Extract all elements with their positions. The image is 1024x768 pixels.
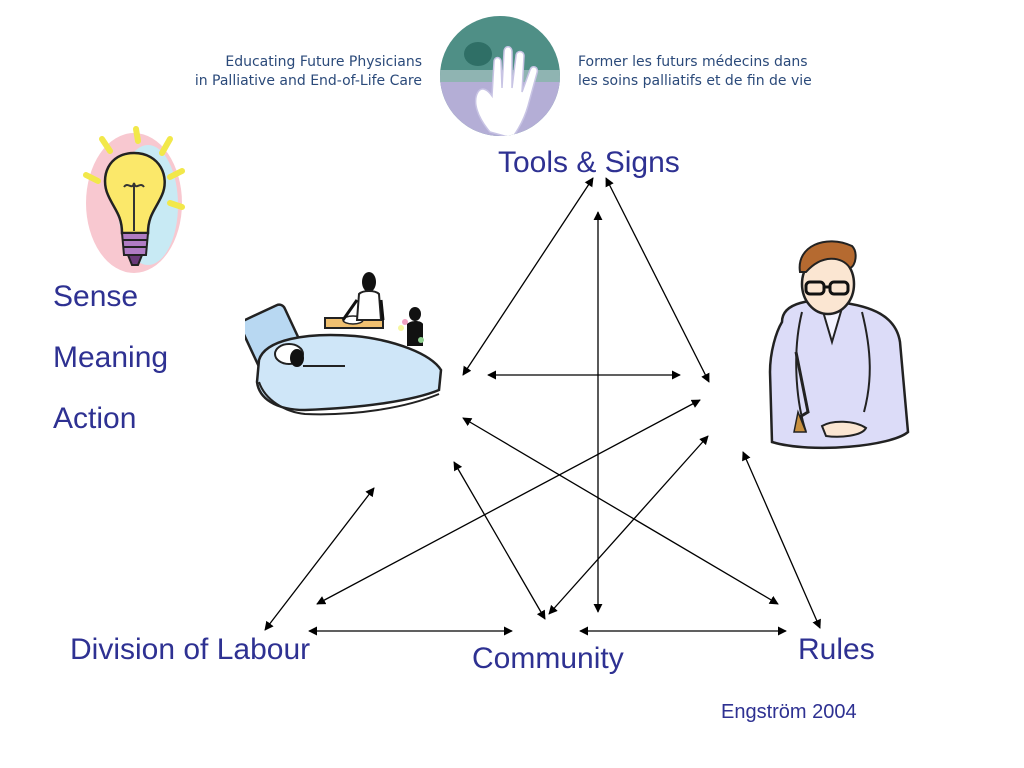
arrow-subject-rules xyxy=(462,417,779,605)
node-division-of-labour: Division of Labour xyxy=(70,633,311,666)
arrow-tools-object xyxy=(605,177,710,383)
logo-text-french: Former les futurs médecins dans les soin… xyxy=(578,53,812,91)
hand-logo-icon xyxy=(440,16,560,136)
arrow-subject-community xyxy=(453,461,546,620)
logo-french-line2: les soins palliatifs et de fin de vie xyxy=(578,73,812,89)
logo-english-line2: in Palliative and End-of-Life Care xyxy=(194,73,422,89)
arrow-subject-division xyxy=(264,487,375,631)
credit-citation: Engström 2004 xyxy=(721,701,857,723)
subject-label-sense: Sense xyxy=(53,280,139,313)
node-rules: Rules xyxy=(798,633,875,666)
node-tools-signs: Tools & Signs xyxy=(498,146,680,179)
arrow-tools-subject xyxy=(462,177,594,376)
hospital-bed-icon xyxy=(245,272,443,416)
arrow-object-division xyxy=(316,399,701,605)
lightbulb-icon xyxy=(83,126,185,273)
logo-french-line1: Former les futurs médecins dans xyxy=(578,54,808,70)
subject-label-action: Action xyxy=(53,402,137,435)
physician-icon xyxy=(768,240,910,450)
arrow-object-rules xyxy=(742,451,821,629)
arrow-object-community xyxy=(548,435,709,615)
subject-label-meaning: Meaning xyxy=(53,341,169,374)
logo-text-english: Educating Future Physicians in Palliativ… xyxy=(195,53,422,91)
node-community: Community xyxy=(472,642,624,675)
logo-english-line1: Educating Future Physicians xyxy=(225,54,422,70)
